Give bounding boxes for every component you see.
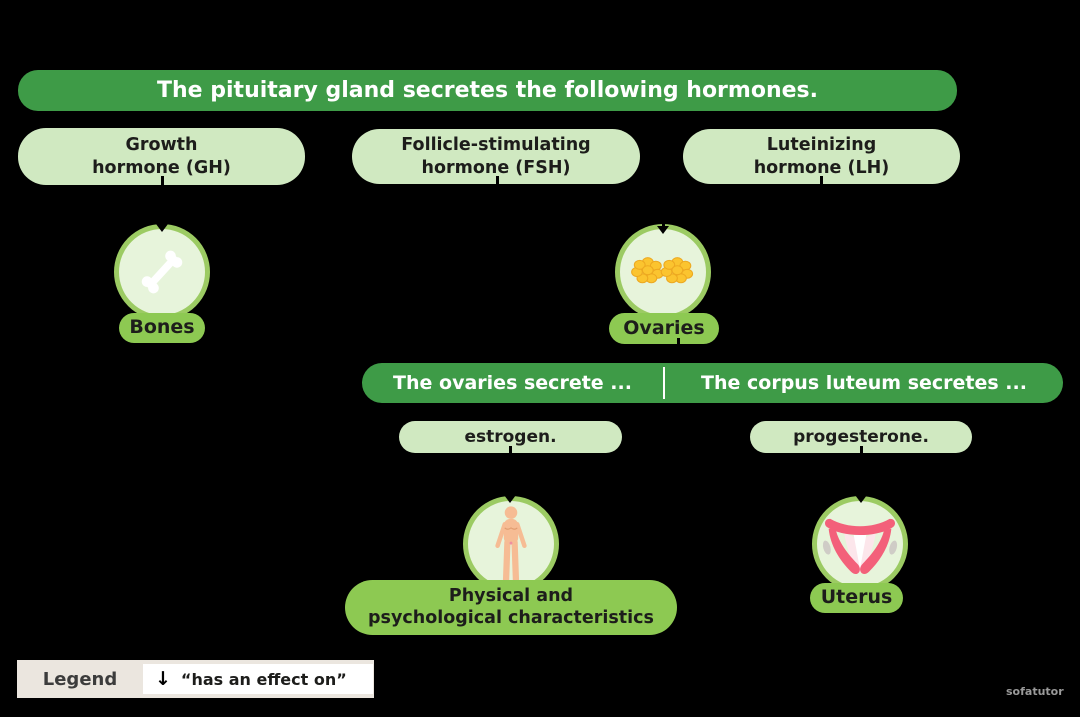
uterus-label-pill: Uterus bbox=[810, 583, 903, 613]
effect-arrow-fsh bbox=[491, 176, 503, 208]
ovaries-circle bbox=[615, 224, 711, 320]
human-body-icon bbox=[495, 506, 527, 583]
effect-arrow-into-ovaries bbox=[657, 202, 669, 234]
pill-fsh: Follicle-stimulating hormone (FSH) bbox=[352, 129, 640, 184]
ovaries-secrete-label: The ovaries secrete ... bbox=[393, 372, 632, 394]
bones-circle bbox=[114, 224, 210, 320]
banner-divider bbox=[663, 367, 665, 399]
pill-growth-hormone: Growth hormone (GH) bbox=[18, 128, 305, 185]
effect-arrow-gh-bones bbox=[156, 176, 168, 232]
progesterone-label: progesterone. bbox=[793, 426, 929, 447]
estrogen-label: estrogen. bbox=[464, 426, 557, 447]
effect-arrow-lh bbox=[815, 176, 827, 208]
legend-title: Legend bbox=[42, 668, 118, 690]
pill-estrogen: estrogen. bbox=[399, 421, 622, 453]
secretion-banner: The ovaries secrete ... The corpus luteu… bbox=[362, 363, 1063, 403]
legend-meaning: “has an effect on” bbox=[180, 669, 347, 689]
physical-characteristics-pill: Physical and psychological characteristi… bbox=[345, 580, 677, 635]
pill-fsh-label: Follicle-stimulating hormone (FSH) bbox=[401, 134, 591, 178]
bones-label: Bones bbox=[129, 316, 195, 339]
title-banner-text: The pituitary gland secretes the followi… bbox=[157, 78, 818, 103]
bone-icon bbox=[141, 250, 183, 294]
ovaries-label: Ovaries bbox=[623, 316, 705, 339]
effect-arrow-ovaries-banner bbox=[672, 338, 684, 363]
title-banner: The pituitary gland secretes the followi… bbox=[18, 70, 957, 111]
corpus-luteum-secretes-label: The corpus luteum secretes ... bbox=[701, 372, 1027, 394]
watermark: sofatutor bbox=[1006, 685, 1064, 698]
uterus-circle bbox=[812, 496, 908, 592]
ovaries-label-pill: Ovaries bbox=[609, 313, 719, 344]
down-arrow-icon: ↓ bbox=[155, 667, 171, 690]
pill-lh: Luteinizing hormone (LH) bbox=[683, 129, 960, 184]
legend-box: Legend ↓ “has an effect on” bbox=[17, 660, 374, 698]
effect-arrow-estrogen-body bbox=[504, 446, 516, 503]
legend-entry: ↓ “has an effect on” bbox=[143, 664, 373, 694]
pill-growth-hormone-label: Growth hormone (GH) bbox=[92, 134, 231, 178]
effect-arrow-progesterone-uterus bbox=[855, 446, 867, 503]
ovaries-icon bbox=[631, 257, 694, 284]
uterus-label: Uterus bbox=[820, 586, 893, 609]
uterus-icon bbox=[822, 518, 898, 575]
physical-characteristics-label: Physical and psychological characteristi… bbox=[368, 585, 654, 628]
pill-lh-label: Luteinizing hormone (LH) bbox=[753, 134, 890, 178]
human-body-circle bbox=[463, 496, 559, 592]
bones-label-pill: Bones bbox=[119, 313, 205, 343]
pill-progesterone: progesterone. bbox=[750, 421, 972, 453]
